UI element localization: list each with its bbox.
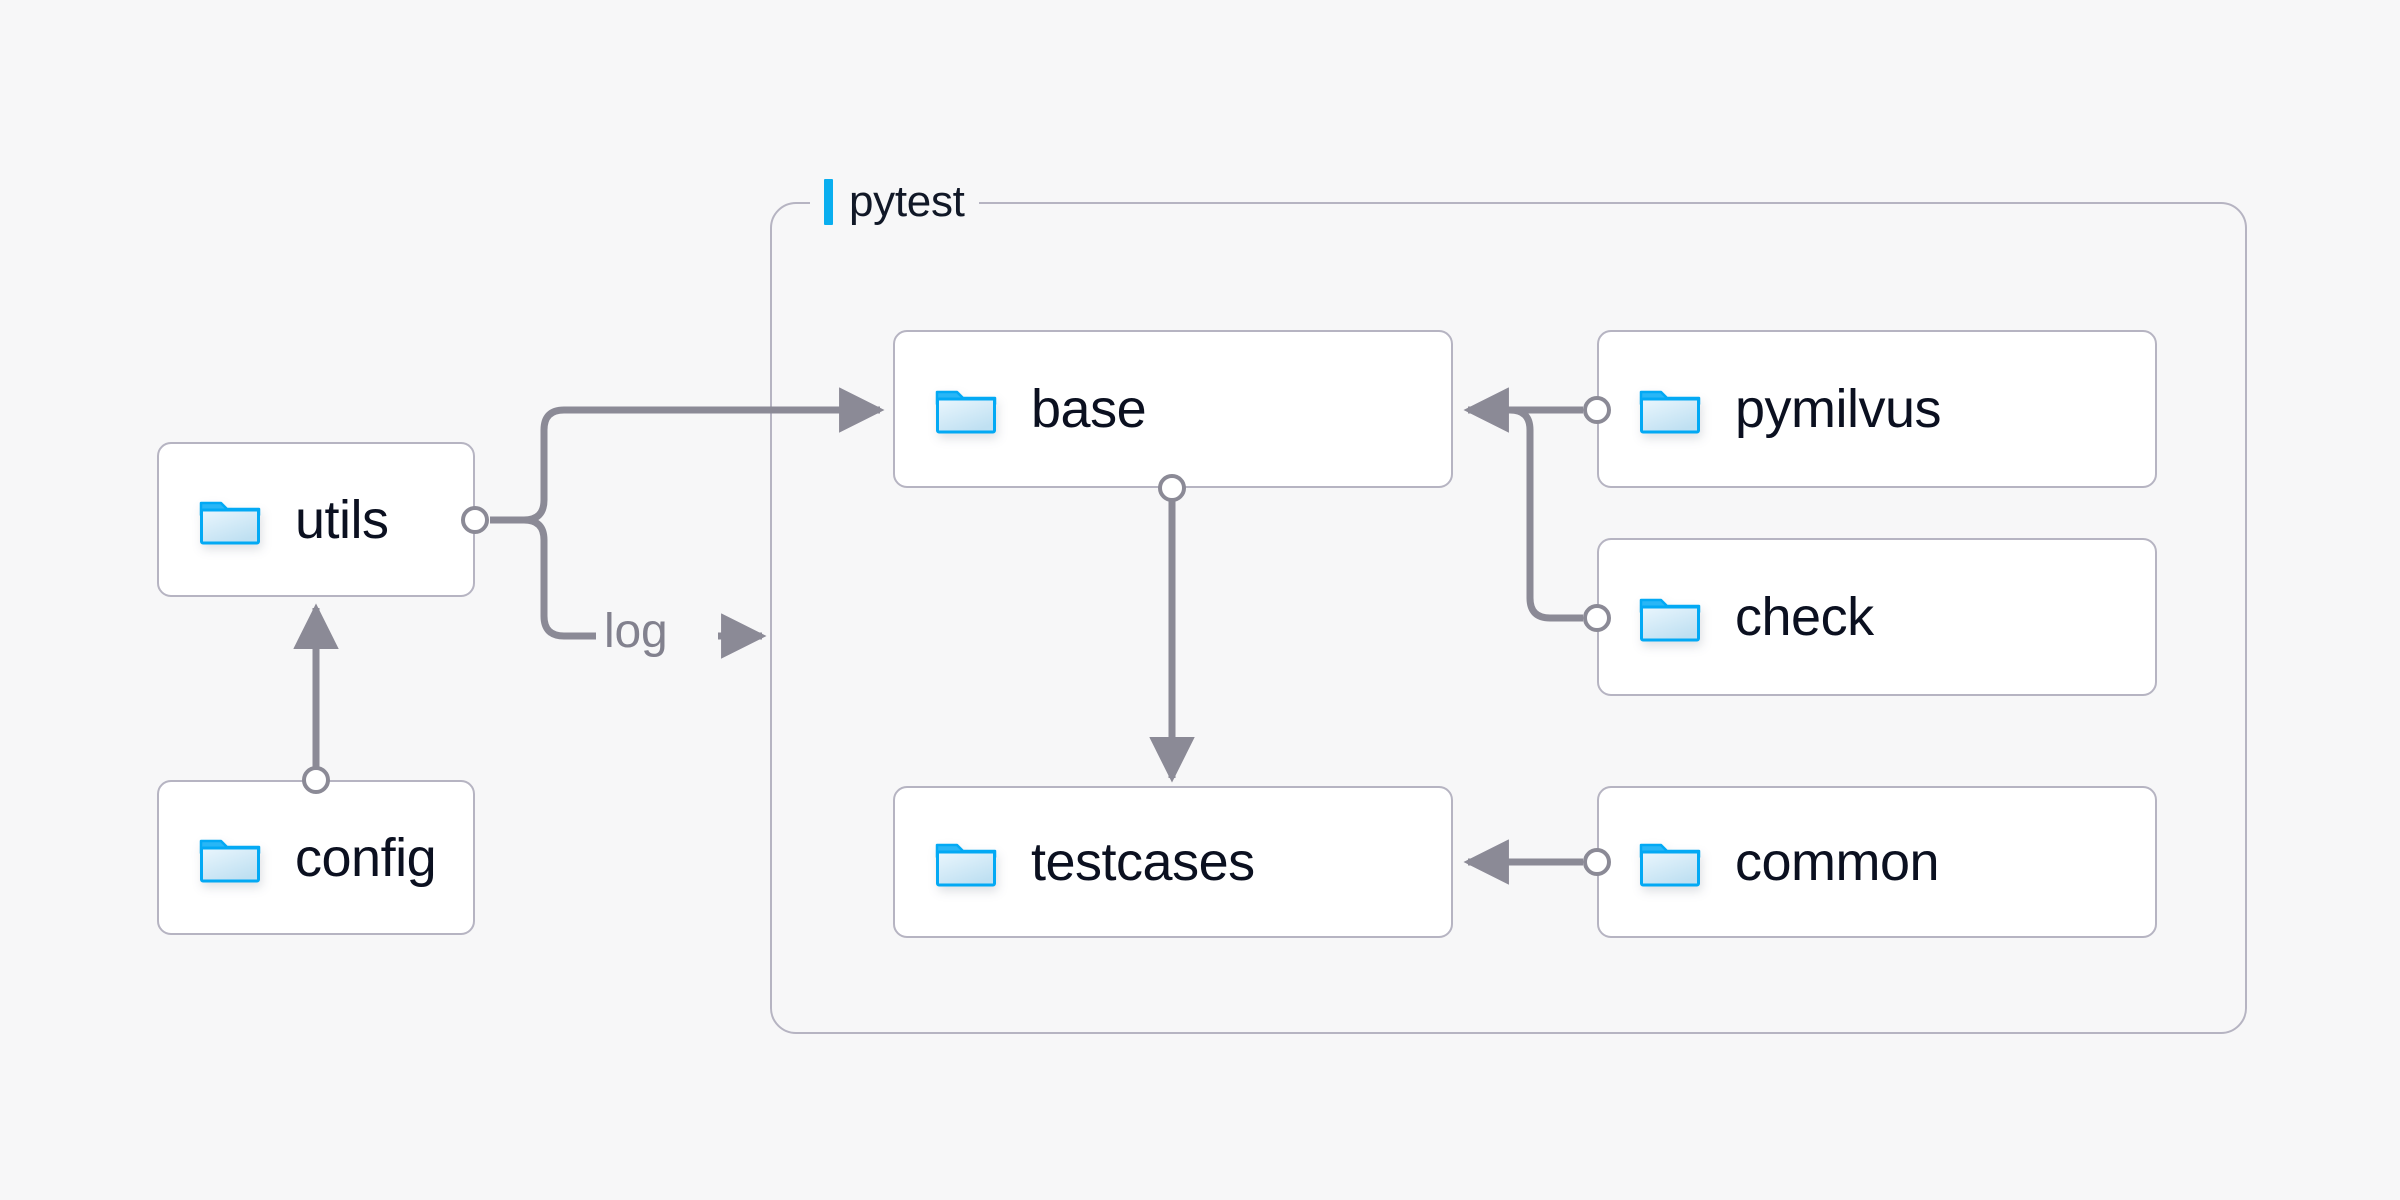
group-title-text: pytest [849,177,965,226]
node-check[interactable]: check [1597,538,2157,696]
folder-icon [935,383,997,435]
edge-utils-to-log [490,516,596,640]
accent-bar-icon [824,179,833,225]
port-check-left[interactable] [1583,604,1611,632]
node-utils[interactable]: utils [157,442,475,597]
node-pymilvus[interactable]: pymilvus [1597,330,2157,488]
node-label-pymilvus: pymilvus [1735,379,1942,439]
folder-icon [1639,591,1701,643]
node-base[interactable]: base [893,330,1453,488]
node-label-check: check [1735,587,1874,647]
port-common-left[interactable] [1583,848,1611,876]
folder-icon [1639,383,1701,435]
node-label-testcases: testcases [1031,832,1255,892]
node-label-config: config [295,827,437,888]
port-config-top[interactable] [302,766,330,794]
node-label-common: common [1735,832,1940,892]
folder-icon [199,494,261,546]
folder-icon [1639,836,1701,888]
edge-label-log: log [604,605,668,658]
port-utils-right[interactable] [461,506,489,534]
group-label-pytest: pytest [810,172,979,232]
port-pymilvus-left[interactable] [1583,396,1611,424]
port-base-bottom[interactable] [1158,474,1186,502]
folder-icon [935,836,997,888]
node-label-utils: utils [295,489,389,550]
node-common[interactable]: common [1597,786,2157,938]
node-config[interactable]: config [157,780,475,935]
node-label-base: base [1031,379,1147,439]
folder-icon [199,832,261,884]
node-testcases[interactable]: testcases [893,786,1453,938]
